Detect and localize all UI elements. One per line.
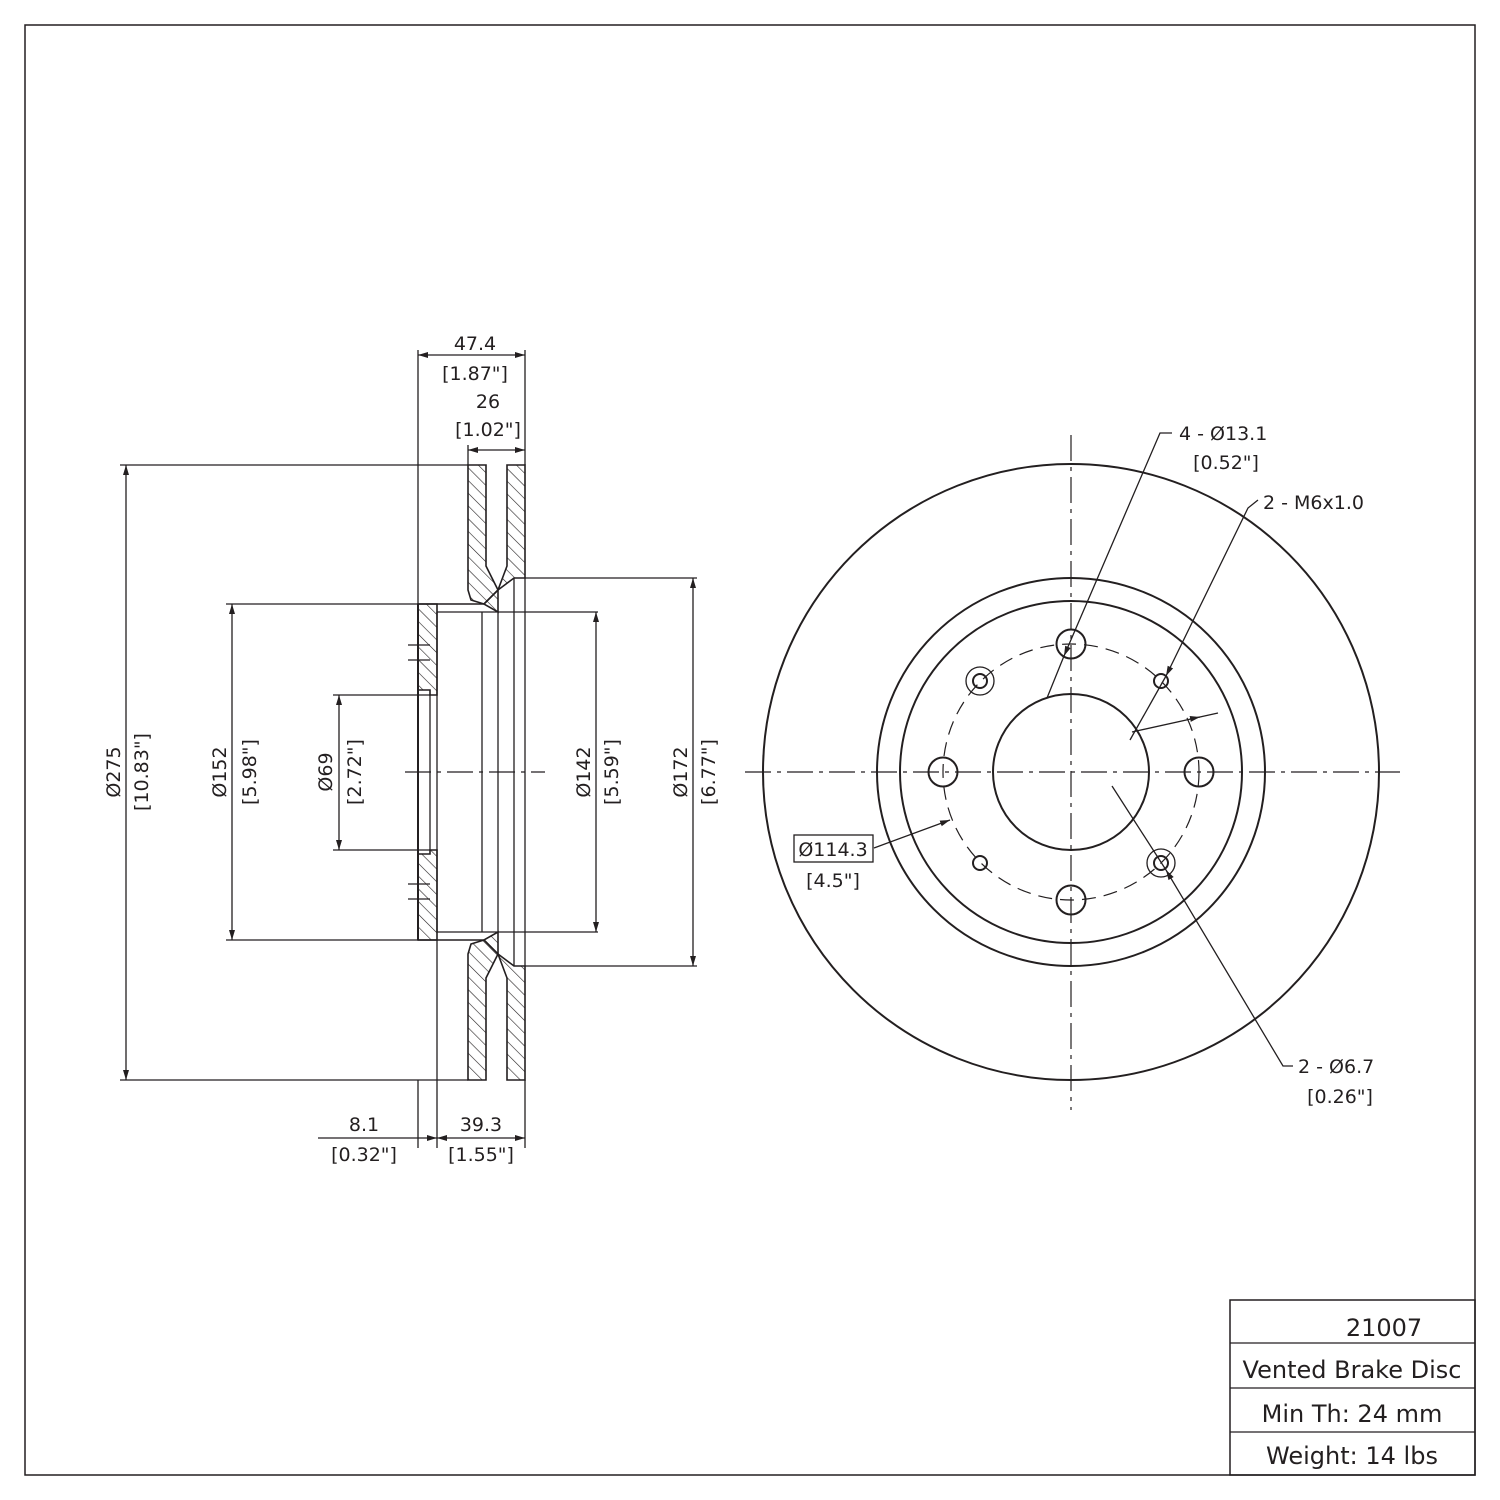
small-hole-lower-right: [1153, 855, 1169, 871]
leader-lug-holes: [1063, 432, 1172, 657]
outer-diameter-mm: Ø275: [103, 746, 125, 797]
leader-small-holes: [1165, 869, 1293, 1067]
friction-inner-mm: Ø172: [670, 746, 692, 797]
threaded-hole-upper-left-outer: [965, 666, 995, 696]
small-holes-in: [0.26"]: [1307, 1086, 1373, 1108]
weight: Weight: 14 lbs: [1266, 1442, 1438, 1470]
lower-hat-wall: [417, 849, 438, 941]
hat-diameter-mm: Ø152: [209, 746, 231, 797]
small-holes-mm: 2 - Ø6.7: [1298, 1056, 1374, 1078]
lug-hole-bottom: [1055, 884, 1087, 916]
threaded-holes-label: 2 - M6x1.0: [1263, 492, 1364, 514]
inner-diameter-mm: Ø142: [573, 746, 595, 797]
center-bore-mm: Ø69: [315, 752, 337, 791]
offset-in: [1.55"]: [448, 1144, 514, 1166]
lower-outer-plate: [496, 951, 526, 1081]
inner-diameter-in: [5.59"]: [601, 739, 623, 805]
min-thickness: Min Th: 24 mm: [1262, 1400, 1443, 1428]
hat-thickness-mm: 8.1: [349, 1114, 379, 1136]
hat-thickness-in: [0.32"]: [331, 1144, 397, 1166]
friction-inner-in: [6.77"]: [698, 739, 720, 805]
friction-inner-edge: [876, 577, 1266, 967]
leader-bolt-circle: [873, 819, 951, 849]
overall-width-in: [1.87"]: [442, 363, 508, 385]
drawing-border: [24, 24, 1476, 1476]
center-bore-in: [2.72"]: [344, 739, 366, 805]
lower-inner-plate: [467, 939, 499, 1081]
hat-outer-edge: [899, 600, 1243, 944]
threaded-hole-upper-left: [972, 673, 988, 689]
outer-diameter-in: [10.83"]: [131, 733, 153, 811]
part-number: 21007: [1346, 1314, 1422, 1342]
threaded-hole-upper-right: [1153, 673, 1169, 689]
rotor-thickness-in: [1.02"]: [455, 419, 521, 441]
lug-hole-left: [927, 756, 959, 788]
lug-hole-top: [1055, 628, 1087, 660]
center-bore-circle: [992, 693, 1150, 851]
upper-hat-wall: [417, 603, 438, 696]
bolt-circle: [942, 643, 1200, 901]
rotor-thickness-mm: 26: [476, 391, 500, 413]
bolt-circle-mm: Ø114.3: [798, 839, 867, 861]
side-section-view: 47.4 [1.87"] 26 [1.02"] Ø275 [10.83"] Ø1…: [103, 333, 720, 1166]
lug-hole-right: [1183, 756, 1215, 788]
hat-diameter-in: [5.98"]: [239, 739, 261, 805]
bolt-circle-label-box: [793, 834, 874, 863]
rotor-outer-edge: [762, 463, 1380, 1081]
upper-hat-flange: [418, 588, 499, 614]
leader-threaded-holes: [1165, 499, 1259, 677]
title-block: 21007 Vented Brake Disc Min Th: 24 mm We…: [1229, 1299, 1476, 1476]
upper-inner-plate: [467, 464, 499, 605]
upper-outer-plate: [496, 464, 526, 593]
small-hole-lower-right-outer: [1146, 848, 1176, 878]
lower-hat-flange: [418, 930, 499, 956]
part-description: Vented Brake Disc: [1243, 1356, 1462, 1384]
lug-holes-mm: 4 - Ø13.1: [1179, 423, 1267, 445]
bolt-circle-in: [4.5"]: [806, 870, 860, 892]
offset-mm: 39.3: [460, 1114, 502, 1136]
small-hole-lower-left: [972, 855, 988, 871]
front-view: Ø114.3 [4.5"] 4 - Ø13.1 [0.52"] 2 - M6x1…: [745, 423, 1400, 1110]
overall-width-mm: 47.4: [454, 333, 496, 355]
lug-holes-in: [0.52"]: [1193, 452, 1259, 474]
